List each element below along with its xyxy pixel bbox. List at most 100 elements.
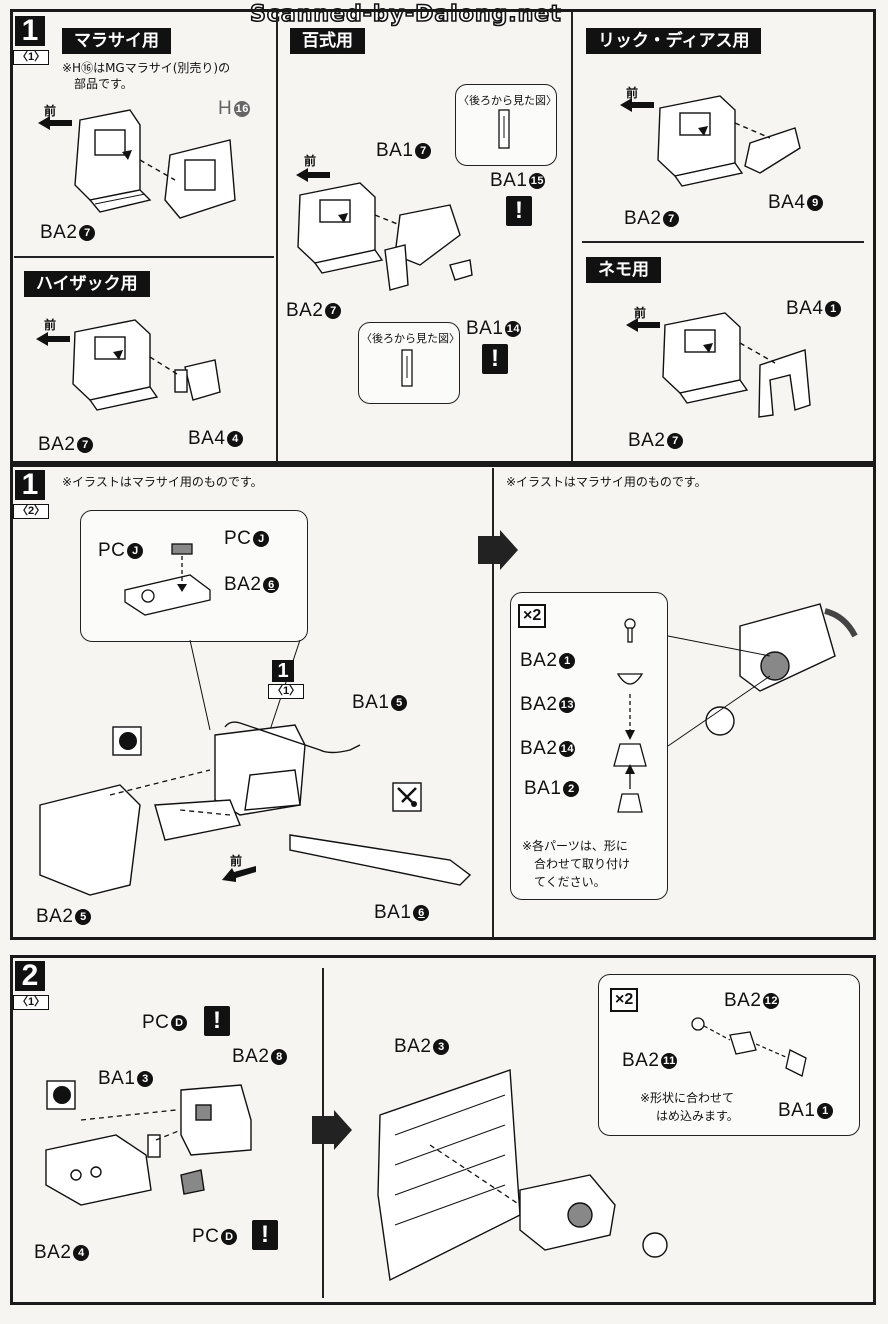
front-arrow-icon (626, 318, 660, 332)
shoulder-unit-illustration (667, 603, 858, 747)
front-arrow-icon (38, 116, 72, 130)
front-label: 前 (44, 104, 57, 118)
rear-view-title: 〈後ろから見た図〉 (361, 332, 460, 345)
rear-view-part-illustration (401, 349, 413, 387)
nemo-assembly-illustration (662, 312, 811, 418)
front-label: 前 (230, 854, 243, 868)
parts-fit-note-line3: てください。 (534, 875, 606, 889)
scan-watermark: Scanned-by-Dalong.net (249, 1, 562, 28)
next-step-arrow-icon (312, 1110, 352, 1150)
marasai-note-line2: 部品です。 (74, 77, 133, 91)
marasai-assembly-illustration (74, 109, 236, 219)
caution-icon: ! (482, 344, 508, 374)
front-arrow-icon (620, 98, 654, 112)
rickdias-title: リック・ディアス用 (586, 28, 762, 54)
step2-1-left-assembly-illustration (45, 1084, 252, 1206)
marasai-note-line1: ※H⑯はMGマラサイ(別売り)の (62, 61, 231, 75)
illustration-note: ※イラストはマラサイ用のものです。 (62, 475, 263, 489)
step-number: 1 (15, 16, 45, 46)
section-step1-2 (10, 464, 876, 940)
step-sub-number: 〈1〉 (13, 995, 50, 1010)
hyakushiki-title: 百式用 (290, 28, 365, 54)
marasai-title: マラサイ用 (62, 28, 171, 54)
caution-icon: ! (252, 1220, 278, 1250)
column-divider (571, 12, 573, 462)
step-sub-number: 〈2〉 (13, 504, 50, 519)
section-step1-1 (10, 9, 876, 464)
parts-detail-callout (598, 974, 860, 1136)
parts-fit-note-line2: 合わせて取り付け (534, 857, 631, 871)
front-label: 前 (44, 318, 57, 332)
front-label: 前 (626, 86, 639, 100)
step1-2-assembly-illustration (39, 721, 472, 896)
front-label: 前 (634, 306, 647, 320)
front-arrow-icon (36, 332, 70, 346)
parts-stack-callout (510, 592, 668, 900)
front-arrow-icon (222, 866, 256, 882)
rear-view-title: 〈後ろから見た図〉 (458, 94, 557, 107)
rear-view-part-illustration (498, 109, 510, 149)
hyakushiki-assembly-illustration (297, 182, 473, 291)
detail-callout (80, 510, 308, 642)
section-step2-1 (10, 955, 876, 1305)
parts-stack-illustration (613, 618, 647, 813)
parts-detail-illustration (691, 1017, 807, 1077)
reference-step-number: 1 (272, 660, 294, 682)
step-number: 2 (15, 961, 45, 991)
pc-j-insert-illustration (124, 543, 211, 616)
reference-step-sub: 〈1〉 (268, 684, 305, 699)
row-divider (14, 256, 274, 258)
sticker-icon (46, 1080, 76, 1110)
front-arrow-icon (296, 168, 330, 182)
shield-panel-assembly-illustration (377, 1069, 668, 1282)
fit-note-line1: ※形状に合わせて (640, 1091, 735, 1105)
illustration-note: ※イラストはマラサイ用のものです。 (506, 475, 707, 489)
column-divider (492, 468, 494, 938)
sticker-icon (112, 726, 142, 756)
front-label: 前 (304, 154, 317, 168)
row-divider (582, 241, 864, 243)
hizack-assembly-illustration (72, 319, 221, 411)
quantity-x2-badge: ×2 (518, 604, 547, 628)
nipper-icon (392, 782, 422, 812)
next-step-arrow-icon (478, 530, 518, 570)
column-divider (276, 12, 278, 462)
parts-fit-note-line1: ※各パーツは、形に (522, 839, 628, 853)
quantity-x2-badge: ×2 (610, 988, 639, 1012)
caution-icon: ! (204, 1006, 230, 1036)
step-number: 1 (15, 470, 45, 500)
hizack-title: ハイザック用 (24, 271, 150, 297)
fit-note-line2: はめ込みます。 (656, 1109, 739, 1123)
nemo-title: ネモ用 (586, 257, 661, 283)
